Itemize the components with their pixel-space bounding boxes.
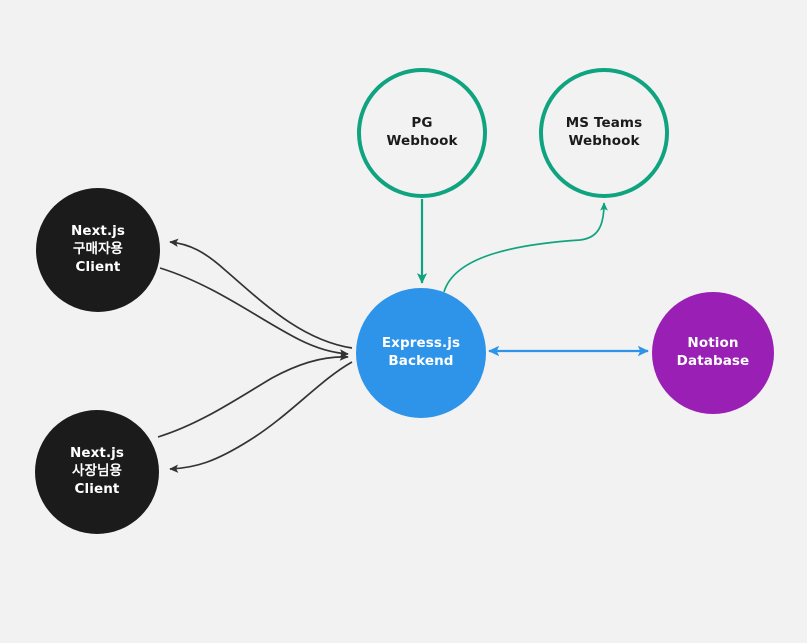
edge-backend-to-buyer-client xyxy=(169,238,353,349)
node-pg-webhook[interactable]: PG Webhook xyxy=(357,68,487,198)
edge-backend-to-owner-client xyxy=(169,361,353,473)
node-notion-database-label-line-2: Database xyxy=(676,353,750,369)
node-client-buyer-label-line-2: 구매자용 xyxy=(72,241,124,258)
node-client-owner-label-line-1: Next.js xyxy=(69,445,125,462)
node-ms-teams-webhook[interactable]: MS Teams Webhook xyxy=(539,68,669,198)
edge-backend-to-teams xyxy=(443,202,608,293)
node-pg-webhook-label-line-2: Webhook xyxy=(386,133,458,149)
node-pg-webhook-label-line-1: PG xyxy=(411,115,433,132)
node-client-owner[interactable]: Next.js 사장님용 Client xyxy=(35,410,159,534)
node-ms-teams-webhook-label-line-2: Webhook xyxy=(568,133,640,149)
node-notion-database[interactable]: Notion Database xyxy=(652,292,774,414)
edge-owner-client-to-backend xyxy=(157,352,349,438)
node-express-backend[interactable]: Express.js Backend xyxy=(356,288,486,418)
node-express-backend-label-line-2: Backend xyxy=(388,353,454,369)
node-notion-database-label-line-1: Notion xyxy=(687,335,739,352)
node-client-owner-label-line-2: 사장님용 xyxy=(71,463,123,480)
node-client-buyer-label-line-3: Client xyxy=(75,258,121,275)
node-client-buyer-label-line-1: Next.js xyxy=(70,223,126,240)
node-client-owner-label-line-3: Client xyxy=(74,480,120,497)
node-express-backend-label-line-1: Express.js xyxy=(381,335,461,352)
edge-buyer-client-to-backend xyxy=(159,267,349,358)
node-ms-teams-webhook-label-line-1: MS Teams xyxy=(565,115,643,132)
node-client-buyer[interactable]: Next.js 구매자용 Client xyxy=(36,188,160,312)
